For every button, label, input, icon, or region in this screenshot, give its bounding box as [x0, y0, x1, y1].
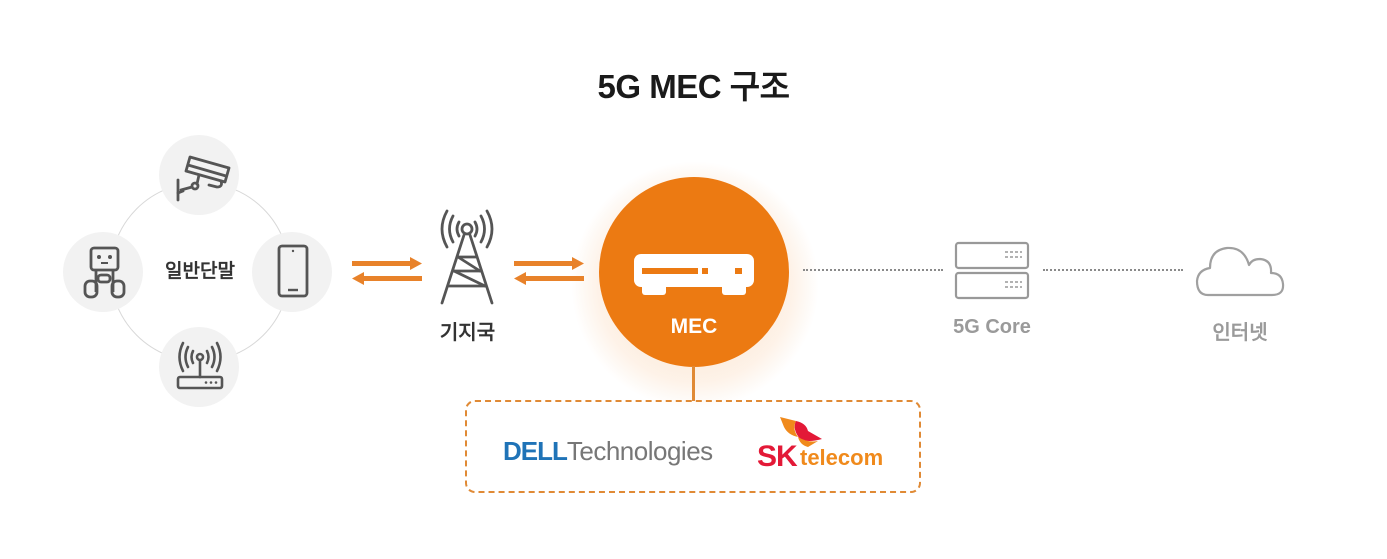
- cctv-camera-icon: [176, 155, 231, 202]
- skt-brand: SK: [757, 440, 798, 473]
- base-station-label: 기지국: [439, 322, 496, 344]
- link-mec-core: [803, 269, 943, 271]
- skt-suffix: telecom: [800, 445, 884, 470]
- mec-node: MEC: [599, 177, 789, 367]
- diagram-title: 5G MEC 구조: [597, 68, 790, 105]
- dell-suffix: Technologies: [566, 436, 713, 466]
- wifi-router-icon: [176, 341, 224, 390]
- bidirectional-arrow-terminals-basestation: [352, 257, 422, 285]
- device-robot: [63, 232, 143, 312]
- smartphone-icon: [277, 244, 309, 298]
- internet-label: 인터넷: [1212, 322, 1268, 344]
- robot-icon: [83, 246, 126, 299]
- device-wifi-router: [159, 327, 239, 407]
- server-box-icon: [634, 254, 754, 295]
- device-cctv: [159, 135, 239, 215]
- partner-box: [465, 400, 921, 493]
- dell-technologies-logo: DELLTechnologies: [503, 436, 713, 467]
- sk-butterfly-icon: [780, 417, 822, 447]
- dell-brand: DELL: [503, 436, 568, 466]
- mec-label: MEC: [670, 315, 718, 338]
- mec-partner-connector: [692, 366, 695, 401]
- terminals-label: 일반단말: [165, 261, 235, 282]
- core-label: 5G Core: [953, 316, 1031, 338]
- device-smartphone: [252, 232, 332, 312]
- cell-tower-icon: [440, 209, 494, 305]
- server-rack-icon: [954, 241, 1030, 300]
- cloud-icon: [1195, 246, 1285, 297]
- bidirectional-arrow-basestation-mec: [514, 257, 584, 285]
- link-core-internet: [1043, 269, 1183, 271]
